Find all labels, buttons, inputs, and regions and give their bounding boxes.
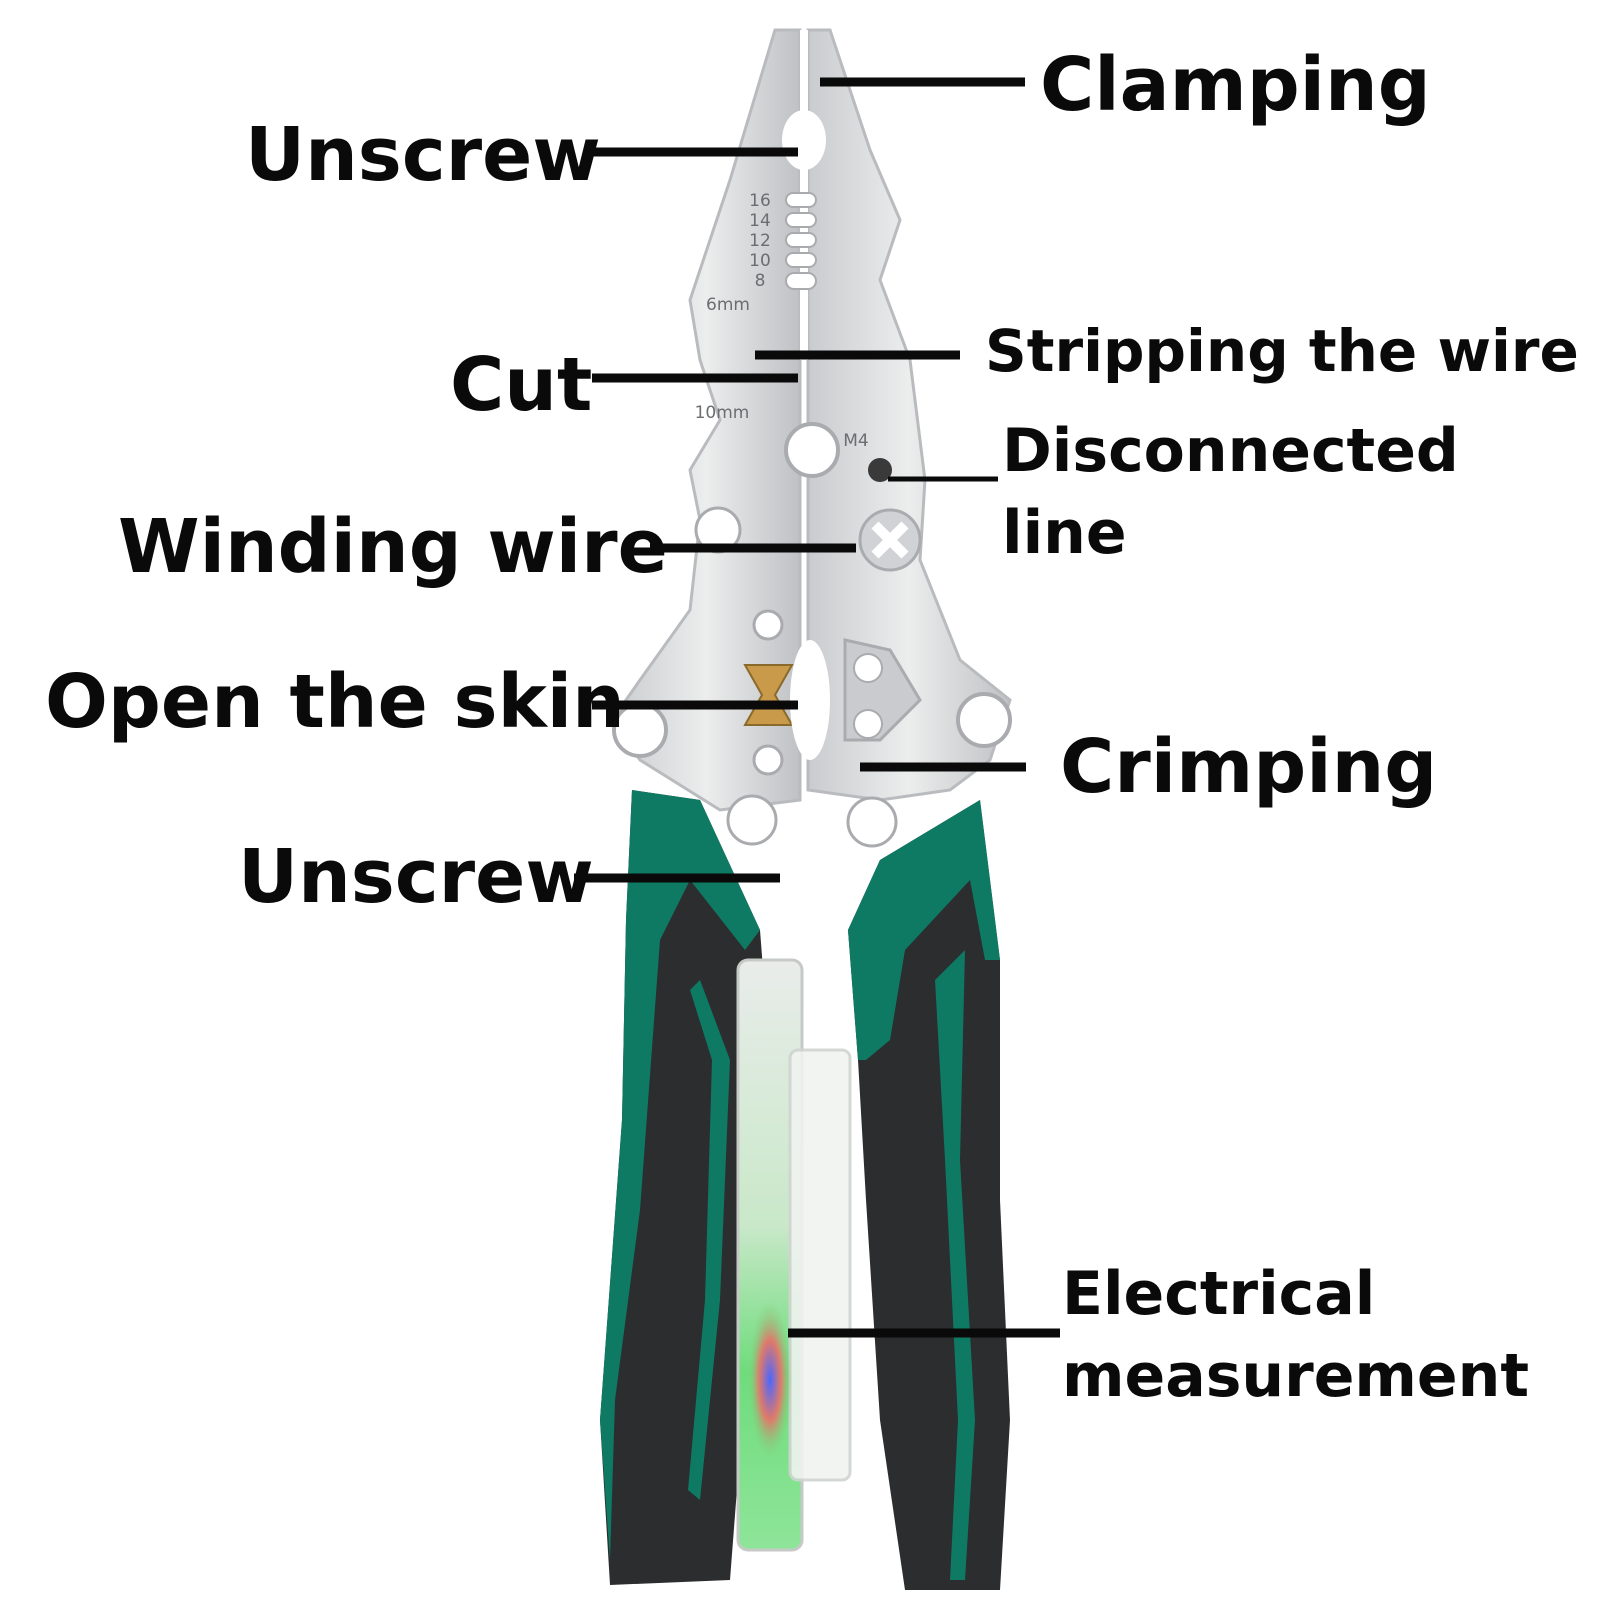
left-handle: [600, 790, 770, 1585]
label-clamping: Clamping: [1040, 42, 1431, 128]
gauge-12: 12: [749, 231, 771, 251]
label-stripping: Stripping the wire: [985, 317, 1579, 385]
label-open-skin: Open the skin: [45, 659, 625, 745]
label-unscrew-top: Unscrew: [245, 112, 601, 198]
label-crimping: Crimping: [1060, 724, 1438, 810]
unscrew-bottom-notch: [794, 820, 830, 900]
label-electrical-measurement: Electrical measurement: [1062, 1253, 1529, 1417]
gauge-16: 16: [749, 191, 771, 211]
disconnect-hole: [868, 458, 892, 482]
right-handle: [848, 800, 1010, 1590]
stripping-holes: [785, 192, 817, 290]
gauge-14: 14: [749, 211, 771, 231]
label-unscrew-bottom: Unscrew: [238, 834, 594, 920]
label-cut: Cut: [450, 342, 593, 428]
marking-m4: M4: [843, 431, 868, 451]
pliers-head: 16 14 12 10 8 6mm 10mm M4: [610, 28, 1012, 900]
label-disconnected-line: Disconnected line: [1002, 410, 1459, 574]
label-electrical-1: Electrical: [1062, 1259, 1376, 1329]
voltage-tester: [736, 958, 852, 1552]
gauge-10: 10: [749, 251, 771, 271]
callout-lines: [574, 77, 1060, 1338]
label-disconnected-1: Disconnected: [1002, 416, 1459, 486]
gauge-8: 8: [755, 271, 766, 291]
m4-bolt-hole: [784, 422, 840, 478]
label-winding: Winding wire: [118, 504, 668, 590]
label-disconnected-2: line: [1002, 498, 1127, 568]
marking-6mm: 6mm: [706, 295, 750, 315]
marking-10mm: 10mm: [695, 403, 750, 423]
unscrew-top-notch: [782, 110, 826, 170]
label-electrical-2: measurement: [1062, 1341, 1530, 1411]
